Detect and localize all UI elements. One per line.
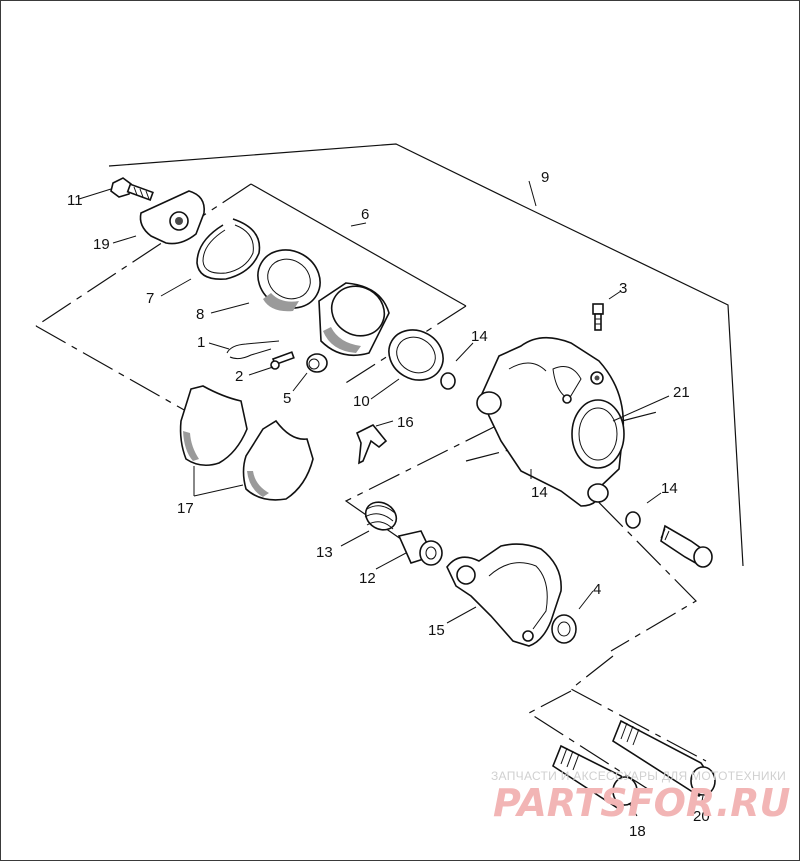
brake-pads-18 xyxy=(179,385,314,501)
callout-21: 20 xyxy=(693,808,710,825)
retaining-clip-1 xyxy=(226,340,280,360)
guide-pin xyxy=(660,524,713,568)
callout-5: 5 xyxy=(283,390,291,407)
callout-15: 15 xyxy=(428,622,445,639)
piston-seal-8 xyxy=(257,249,321,312)
callout-11: 3 xyxy=(619,280,627,297)
callout-7: 7 xyxy=(146,290,154,307)
bleeder-bolt-3 xyxy=(110,177,154,201)
bleeder-valve-11 xyxy=(592,303,604,331)
callout-17: 19 xyxy=(93,236,110,253)
callout-3: 11 xyxy=(67,192,83,209)
callout-16: 16 xyxy=(397,414,414,431)
callout-labels: 11 19 7 8 1 2 5 10 6 9 14 14 14 3 21 16 … xyxy=(67,169,710,840)
group-bracket-9 xyxy=(108,143,744,567)
callout-10: 10 xyxy=(353,393,370,410)
callout-19: 18 xyxy=(629,823,646,840)
watermark-tagline: ЗАПЧАСТИ И АКСЕССУАРЫ ДЛЯ МОТОТЕХНИКИ xyxy=(491,769,786,783)
washer-4 xyxy=(551,614,577,644)
callout-13: 13 xyxy=(316,544,333,561)
mounting-pin-19 xyxy=(552,744,638,810)
piston-6 xyxy=(318,282,390,357)
callout-4: 4 xyxy=(593,581,601,598)
callout-9: 9 xyxy=(541,169,549,186)
callout-18: 17 xyxy=(177,500,194,517)
sleeve-12 xyxy=(397,530,443,566)
cover-plate-17 xyxy=(139,190,206,245)
caliper-body-20 xyxy=(476,336,625,507)
callout-8: 8 xyxy=(196,306,204,323)
callout-14-c: 14 xyxy=(661,480,678,497)
callout-6: 6 xyxy=(361,206,369,223)
leader-lines xyxy=(78,180,704,817)
callout-12: 12 xyxy=(359,570,376,587)
o-ring-14a xyxy=(440,372,456,390)
callout-14-b: 14 xyxy=(531,484,548,501)
group-bracket-6 xyxy=(35,183,467,412)
boot-13 xyxy=(364,501,398,531)
mounting-pin-21 xyxy=(612,719,716,798)
bushing-5 xyxy=(306,353,328,373)
watermark: ЗАПЧАСТИ И АКСЕССУАРЫ ДЛЯ МОТОТЕХНИКИ PA… xyxy=(491,769,791,825)
callout-1: 1 xyxy=(197,334,205,351)
callout-14-a: 14 xyxy=(471,328,488,345)
anti-rattle-spring-16 xyxy=(355,423,388,465)
pin-2 xyxy=(270,351,295,370)
o-ring-14c xyxy=(625,511,641,529)
callout-20: 21 xyxy=(673,384,690,401)
snap-ring-7 xyxy=(196,218,261,280)
dust-seal-10 xyxy=(388,329,444,381)
mounting-bracket-15 xyxy=(446,543,562,647)
callout-2: 2 xyxy=(235,368,243,385)
group-bracket-pins xyxy=(527,655,707,792)
watermark-brand: PARTSFOR.RU xyxy=(493,781,791,825)
